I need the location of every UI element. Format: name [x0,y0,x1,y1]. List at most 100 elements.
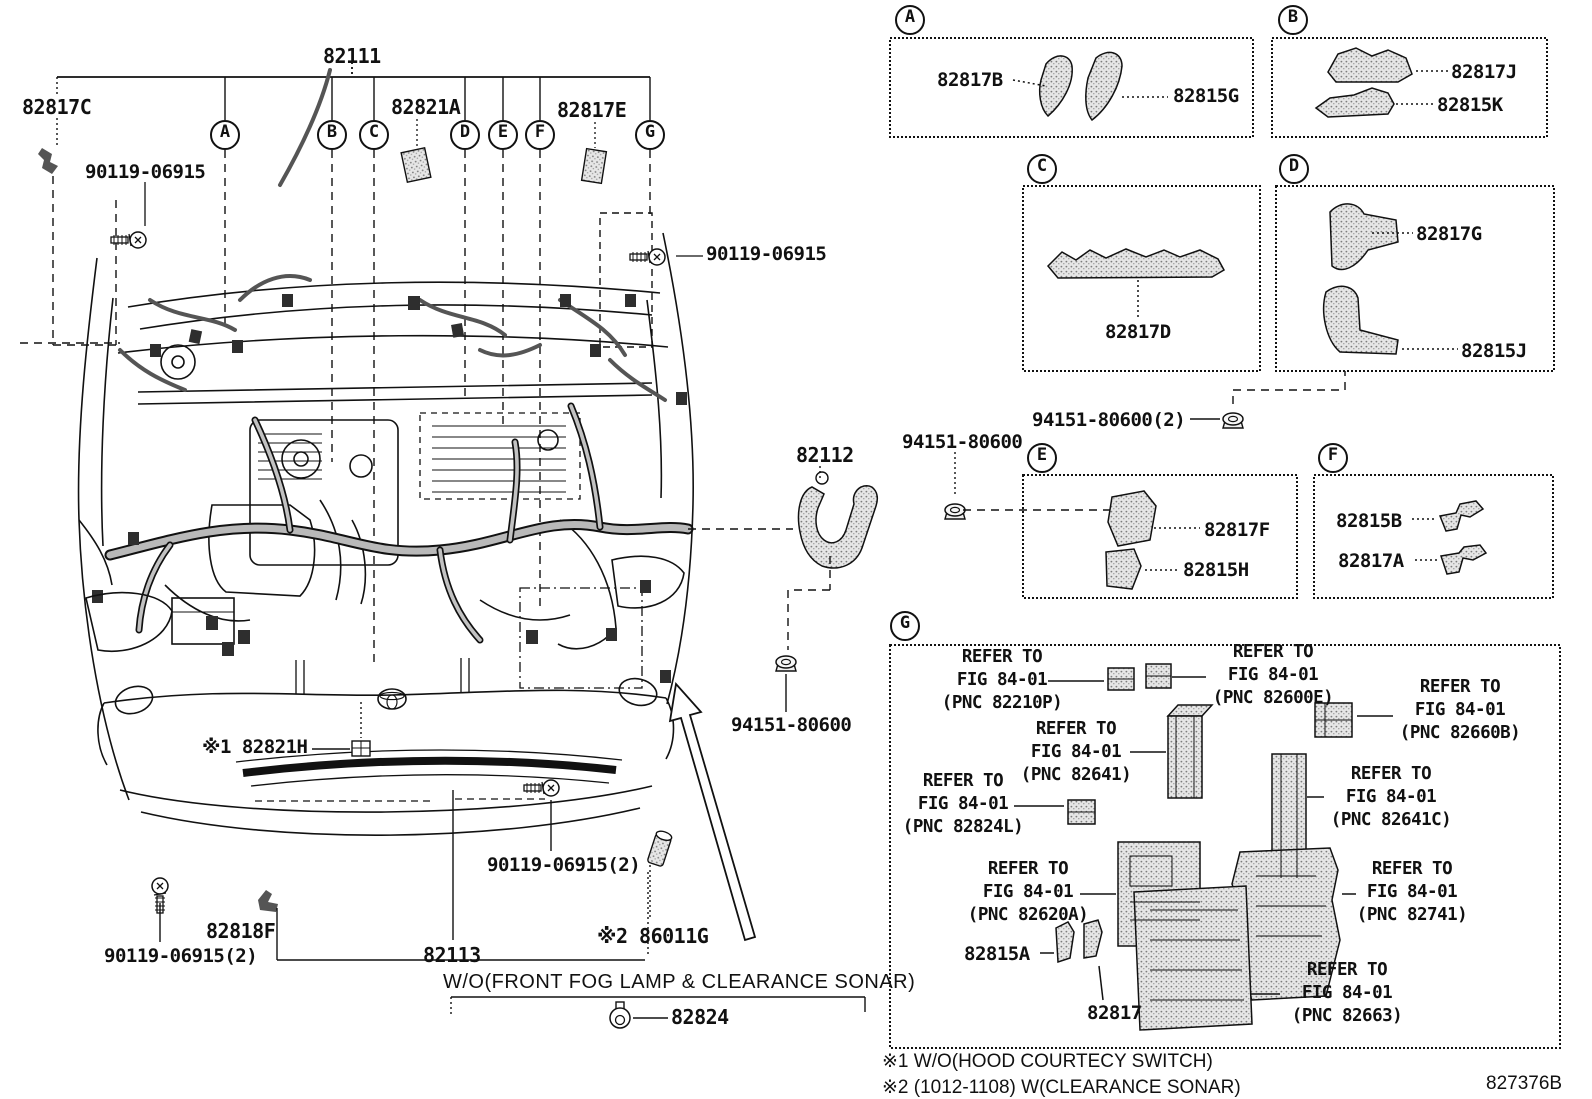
refer-line: REFER TO [1350,764,1432,784]
part-label-82815h: 82815H [1183,559,1249,581]
detail-box-b-letter: B [1278,5,1308,35]
refer-block-82660b: REFER TO FIG 84-01 (PNC 82660B) [1394,676,1526,745]
part-label-82817a: 82817A [1338,550,1404,572]
refer-line: (PNC 82620A) [967,905,1089,925]
refer-line: (PNC 82663) [1291,1006,1403,1026]
refer-block-82641c: REFER TO FIG 84-01 (PNC 82641C) [1325,763,1457,832]
part-label-82111: 82111 [323,44,381,68]
figure-code: 827376B [1486,1073,1563,1094]
refer-line: FIG 84-01 [1345,787,1437,807]
part-label-90119-06915-bottom-center: 90119-06915(2) [487,854,641,876]
refer-block-82741: REFER TO FIG 84-01 (PNC 82741) [1346,858,1478,927]
engine-components [160,344,643,689]
refer-line: (PNC 82660B) [1399,723,1521,743]
detail-box-e-letter: E [1027,443,1057,473]
part-label-82821h: ※1 82821H [202,736,308,758]
part-label-82818f: 82818F [206,919,276,943]
callout-circle-a: A [210,120,240,150]
refer-line: FIG 84-01 [982,882,1074,902]
box-g-part-icons [1014,663,1393,1031]
refer-line: (PNC 82210P) [941,693,1063,713]
car-body-outline [77,232,694,801]
refer-line: FIG 84-01 [1030,742,1122,762]
connector-icon-82821a [400,147,432,183]
sensor-icon-86011g [647,830,673,867]
refer-block-82663: REFER TO FIG 84-01 (PNC 82663) [1281,959,1413,1028]
refer-line: (PNC 82824L) [902,817,1024,837]
part-label-82815g: 82815G [1173,85,1239,107]
wire-harness [104,68,694,644]
part-label-82112: 82112 [796,443,854,467]
clamp-icon-82824 [609,1001,631,1029]
top-callout-lines [20,62,703,662]
part-label-82817f: 82817F [1204,519,1270,541]
detail-box-leaders [1012,70,1458,571]
part-label-82817c: 82817C [22,95,92,119]
detail-box-c-letter: C [1027,154,1057,184]
refer-line: FIG 84-01 [917,794,1009,814]
detail-box-d-letter: D [1279,154,1309,184]
detail-box-frames [889,37,1561,1049]
refer-line: FIG 84-01 [956,670,1048,690]
refer-line: FIG 84-01 [1227,665,1319,685]
refer-line: REFER TO [922,771,1004,791]
part-label-82817b: 82817B [937,69,1003,91]
refer-line: (PNC 82600E) [1212,688,1334,708]
part-label-90119-06915-bottom-left: 90119-06915(2) [104,945,258,967]
part-label-82817d: 82817D [1105,321,1171,343]
callout-circle-e: E [488,120,518,150]
part-label-82817: 82817 [1087,1002,1142,1024]
part-label-82824: 82824 [671,1005,729,1029]
pointer-arrow-icon [668,681,757,942]
refer-line: REFER TO [1419,677,1501,697]
detail-box-g-letter: G [890,611,920,641]
callout-circle-b: B [317,120,347,150]
refer-line: (PNC 82641) [1020,765,1132,785]
part-label-94151-80600-pair: 94151-80600(2) [1032,409,1186,431]
part-label-82815a: 82815A [964,943,1030,965]
part-label-86011g: ※2 86011G [597,924,709,948]
horn-icon-82112 [797,471,878,569]
refer-line: REFER TO [1232,642,1314,662]
part-label-82817g: 82817G [1416,223,1482,245]
refer-line: (PNC 82741) [1356,905,1468,925]
connector-icon-82817e [580,147,608,185]
caption-wo-front-fog: W/O(FRONT FOG LAMP & CLEARANCE SONAR) [443,971,916,993]
part-label-94151-80600-mid: 94151-80600 [902,431,1023,453]
refer-line: REFER TO [1306,960,1388,980]
clip-icon-82818f [258,890,278,912]
part-label-82815j: 82815J [1461,340,1527,362]
part-label-82815k: 82815K [1437,94,1503,116]
footnote-2: ※2 (1012-1108) W(CLEARANCE SONAR) [882,1077,1241,1098]
refer-block-82824l: REFER TO FIG 84-01 (PNC 82824L) [897,770,1029,839]
detail-box-a-letter: A [895,5,925,35]
callout-circle-g: G [635,120,665,150]
refer-line: REFER TO [987,859,1069,879]
clip-icon-82817c [38,148,58,174]
part-label-90119-06915-top-left: 90119-06915 [85,161,206,183]
footnote-1: ※1 W/O(HOOD COURTECY SWITCH) [882,1051,1213,1072]
refer-line: FIG 84-01 [1414,700,1506,720]
callout-circle-d: D [450,120,480,150]
refer-line: (PNC 82641C) [1330,810,1452,830]
detail-box-part-icons [1038,47,1488,590]
part-label-82817e: 82817E [557,98,627,122]
part-label-82815b: 82815B [1336,510,1402,532]
main-view-small-parts [38,147,1244,1029]
refer-line: REFER TO [961,647,1043,667]
refer-line: FIG 84-01 [1366,882,1458,902]
refer-block-82210p: REFER TO FIG 84-01 (PNC 82210P) [936,646,1068,715]
callout-circle-f: F [525,120,555,150]
part-label-82821a: 82821A [391,95,461,119]
detail-box-f-letter: F [1318,443,1348,473]
refer-block-82600e: REFER TO FIG 84-01 (PNC 82600E) [1207,641,1339,710]
connector-icon-82821h [351,740,371,757]
harness-connectors [92,294,687,683]
refer-line: FIG 84-01 [1301,983,1393,1003]
front-bumper [85,555,685,836]
part-label-90119-06915-top-right: 90119-06915 [706,243,827,265]
callout-circle-c: C [359,120,389,150]
refer-line: REFER TO [1035,719,1117,739]
